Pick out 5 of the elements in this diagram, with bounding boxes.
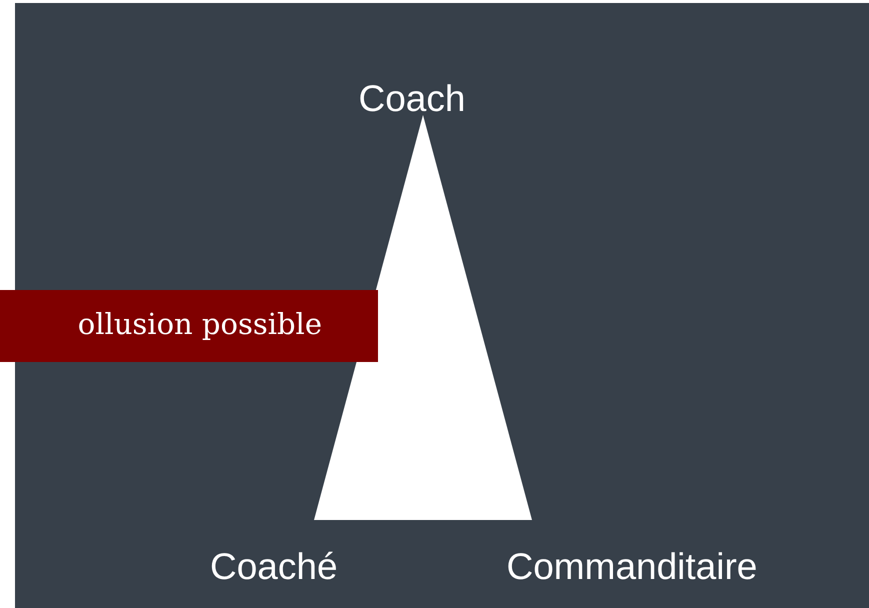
vertex-label: Commanditaire xyxy=(506,548,758,585)
vertex-label: Coaché xyxy=(210,548,338,585)
vertex-label: Coach xyxy=(358,80,466,117)
text-banner xyxy=(0,290,378,362)
banner-text: ollusion possible xyxy=(78,309,322,341)
